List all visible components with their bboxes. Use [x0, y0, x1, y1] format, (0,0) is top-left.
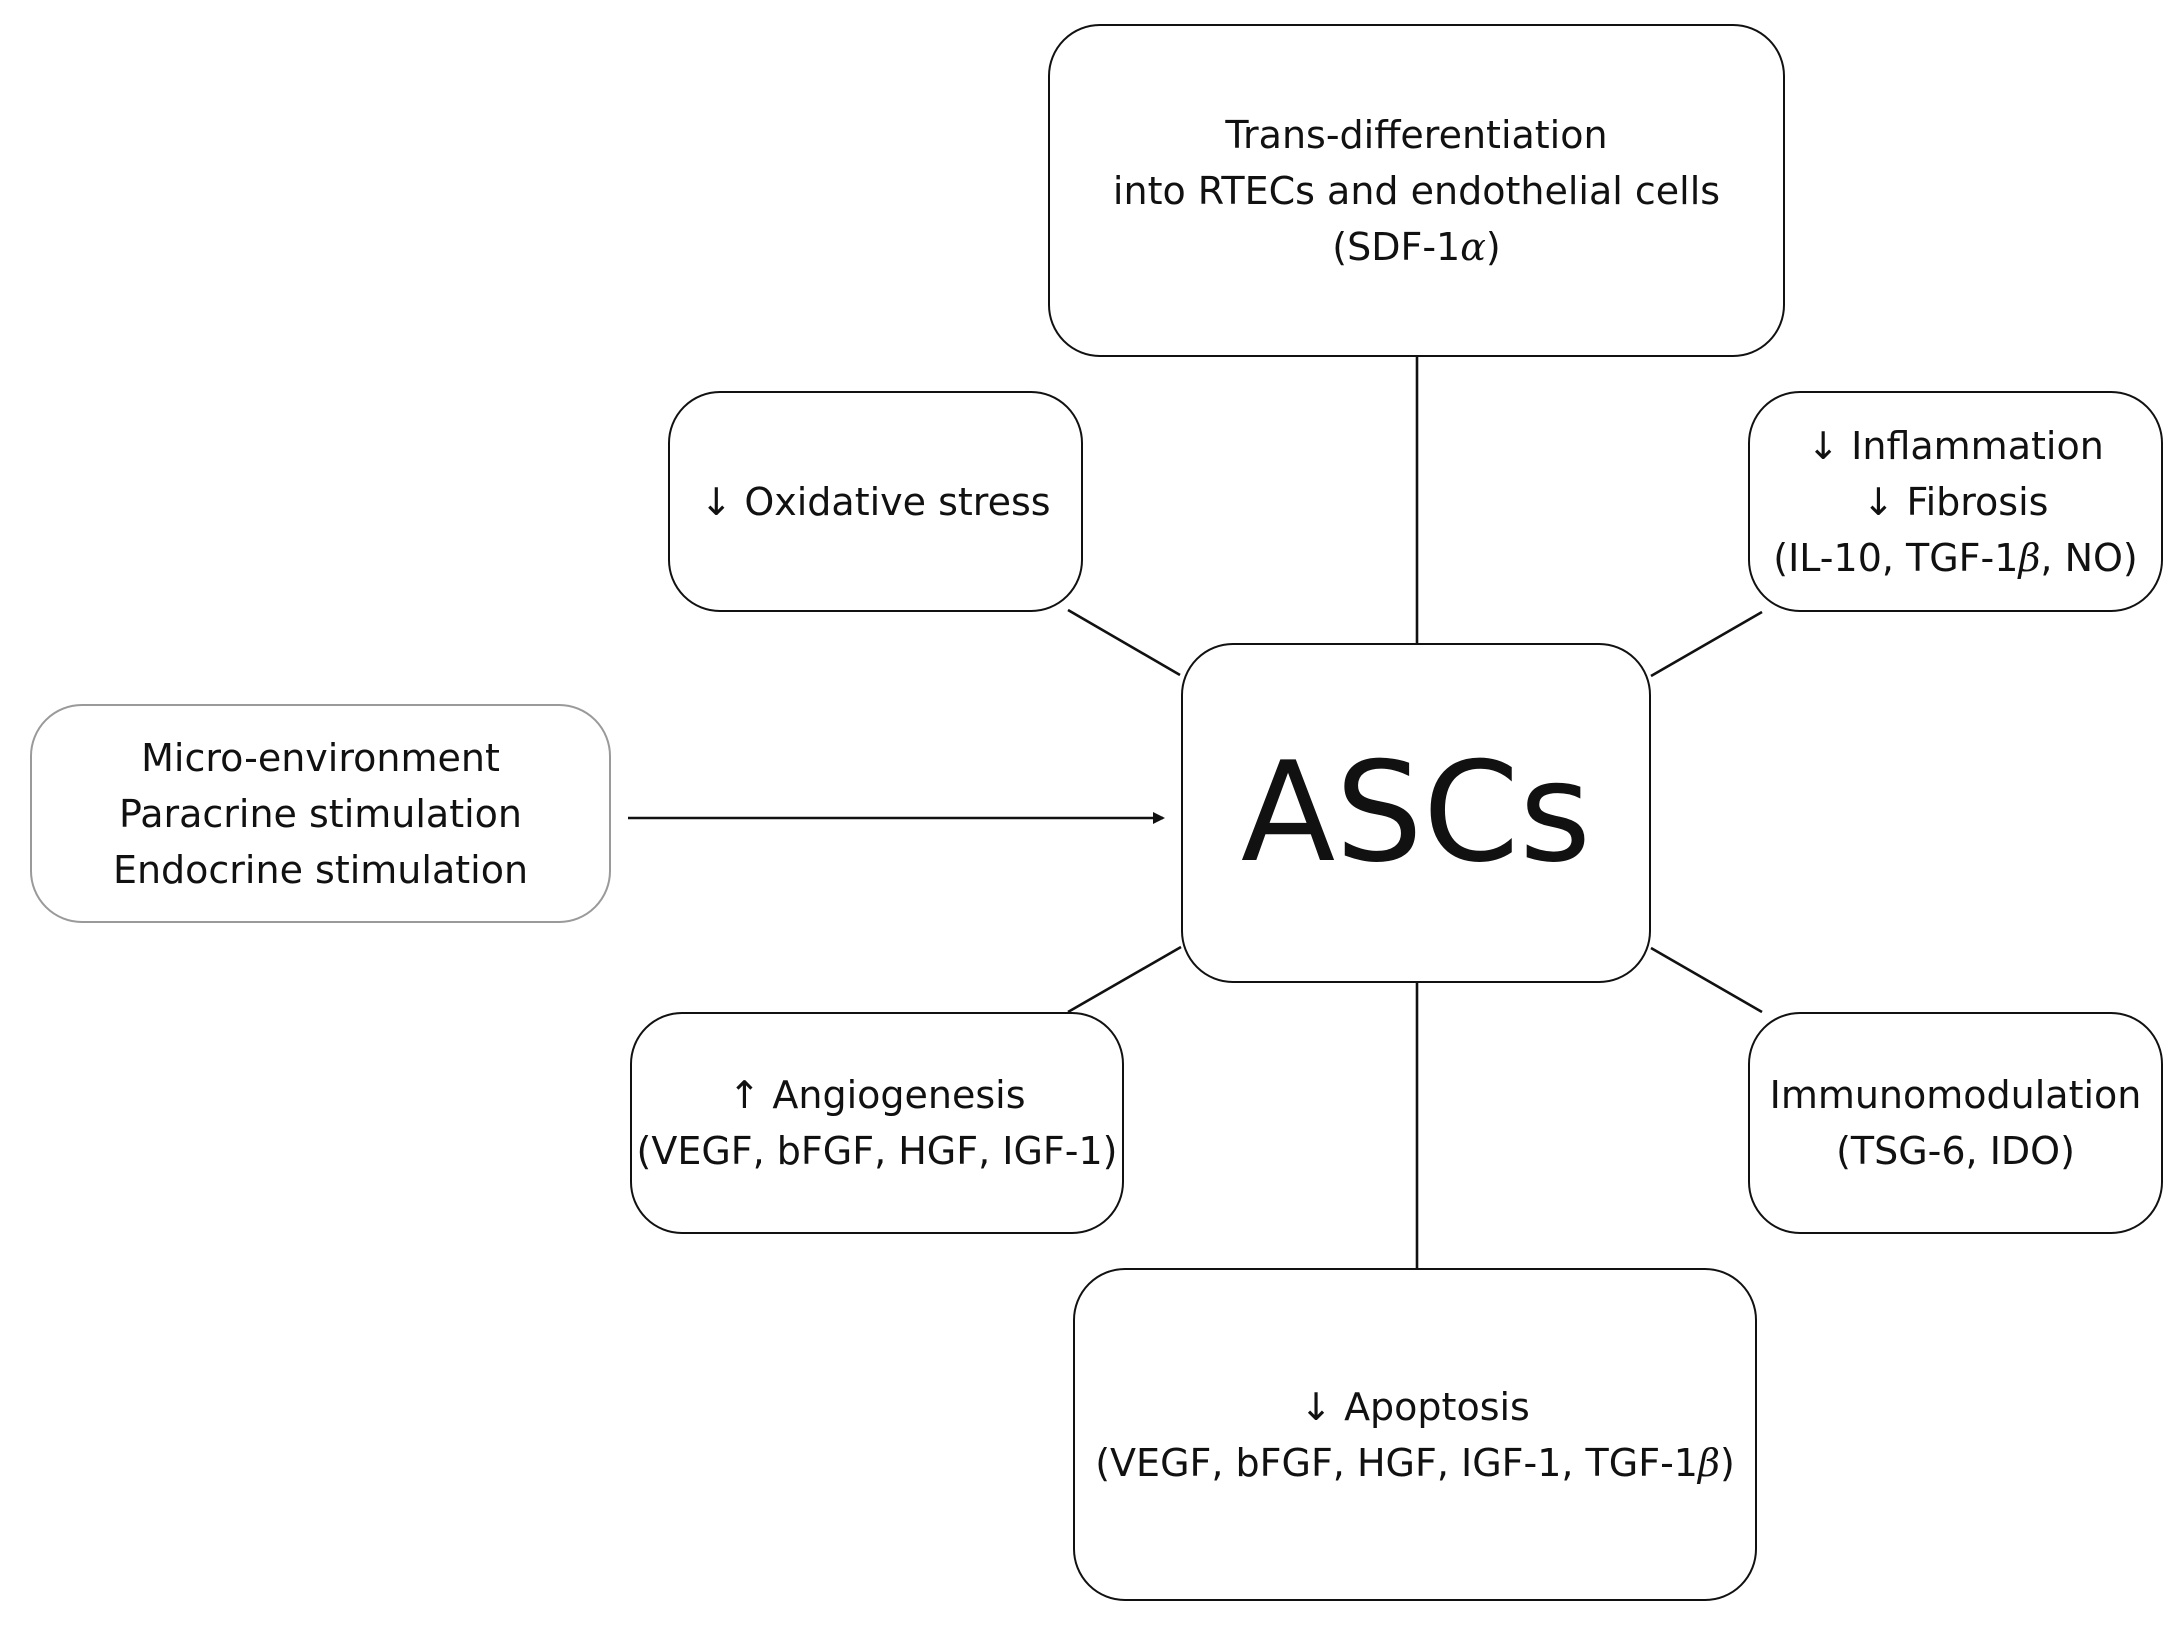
apoptosis-mediators: (VEGF, bFGF, HGF, IGF-1, TGF-1β) — [1095, 1440, 1735, 1485]
apoptosis-box: ↓ Apoptosis (VEGF, bFGF, HGF, IGF-1, TGF… — [1073, 1268, 1757, 1601]
down-arrow-icon: ↓ — [700, 479, 733, 524]
stimulation-line2: Paracrine stimulation — [118, 791, 522, 836]
ascs-label: ASCs — [1240, 732, 1592, 893]
angiogenesis-label: ↑ Angiogenesis — [728, 1073, 1026, 1117]
down-arrow-icon: ↓ — [1807, 423, 1840, 468]
apoptosis-label: ↓ Apoptosis — [1300, 1384, 1530, 1429]
immunomodulation-mediators: (TSG-6, IDO) — [1836, 1129, 2075, 1173]
transdifferentiation-box: Trans-differentiation into RTECs and end… — [1048, 24, 1785, 357]
connector-angiogenesis — [1067, 945, 1182, 1014]
alpha-symbol: α — [1460, 224, 1486, 269]
beta-symbol: β — [1697, 1440, 1720, 1485]
oxidative-stress-label: ↓ Oxidative stress — [700, 479, 1051, 524]
connector-immunomodulation — [1650, 946, 1763, 1014]
stimulation-line1: Micro-environment — [141, 735, 500, 780]
inflammation-label: ↓ Inflammation — [1807, 423, 2104, 468]
inflammation-mediators: (IL-10, TGF-1β, NO) — [1773, 535, 2138, 580]
transdifferentiation-line1: Trans-differentiation — [1225, 112, 1608, 157]
beta-symbol: β — [2018, 535, 2041, 580]
stimulation-box: Micro-environment Paracrine stimulation … — [30, 704, 611, 923]
inflammation-fibrosis-box: ↓ Inflammation ↓ Fibrosis (IL-10, TGF-1β… — [1748, 391, 2163, 612]
transdifferentiation-line3: (SDF-1α) — [1332, 224, 1501, 269]
connector-inflammation — [1650, 610, 1763, 678]
angiogenesis-mediators: (VEGF, bFGF, HGF, IGF-1) — [636, 1129, 1118, 1173]
fibrosis-label: ↓ Fibrosis — [1862, 479, 2049, 524]
angiogenesis-box: ↑ Angiogenesis (VEGF, bFGF, HGF, IGF-1) — [630, 1012, 1124, 1234]
transdifferentiation-line2: into RTECs and endothelial cells — [1112, 168, 1721, 213]
stimulation-line3: Endocrine stimulation — [112, 847, 529, 892]
immunomodulation-box: Immunomodulation (TSG-6, IDO) — [1748, 1012, 2163, 1234]
immunomodulation-label: Immunomodulation — [1769, 1073, 2142, 1117]
ascs-center-box: ASCs — [1181, 643, 1651, 983]
down-arrow-icon: ↓ — [1300, 1384, 1332, 1429]
oxidative-stress-box: ↓ Oxidative stress — [668, 391, 1083, 612]
connector-oxidative — [1067, 608, 1181, 677]
up-arrow-icon: ↑ — [728, 1073, 761, 1117]
down-arrow-icon: ↓ — [1862, 479, 1895, 524]
